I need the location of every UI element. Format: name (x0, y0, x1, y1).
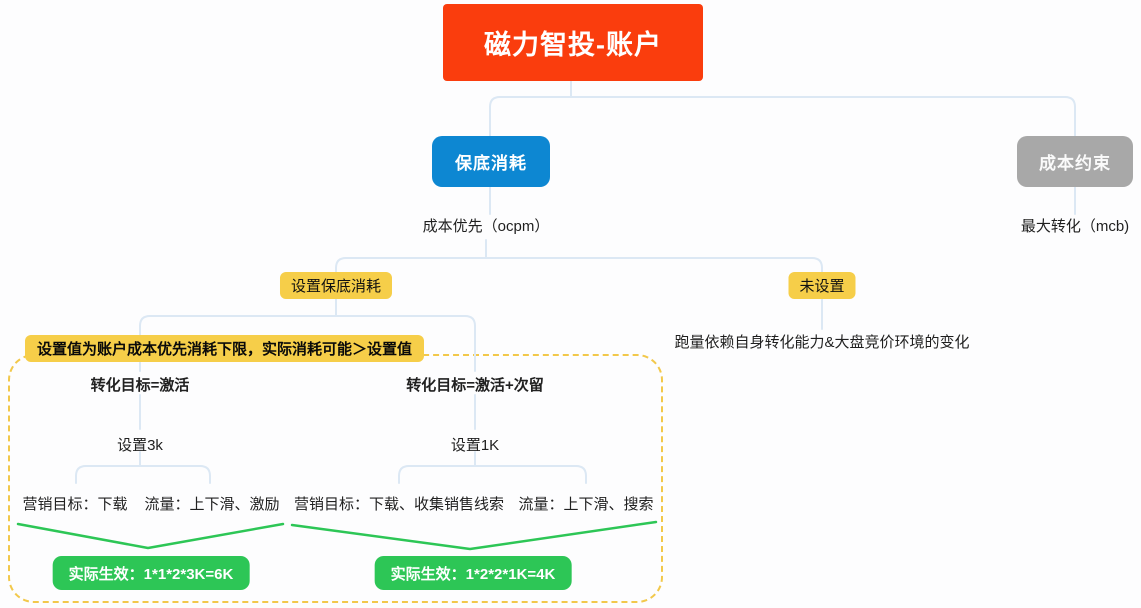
root-node[interactable]: 磁力智投-账户 (443, 4, 703, 81)
branch-activation-traffic[interactable]: 流量：上下滑、激励 (144, 496, 280, 513)
warning-note[interactable]: 设置值为账户成本优先消耗下限，实际消耗可能＞设置值 (25, 335, 425, 362)
cost-constraint-node[interactable]: 成本约束 (1017, 136, 1133, 187)
branch-retention-marketing-goal[interactable]: 营销目标：下载、收集销售线索 (293, 496, 505, 513)
volume-dependency-node[interactable]: 跑量依赖自身转化能力&大盘竞价环境的变化 (674, 334, 970, 351)
branch-retention-traffic[interactable]: 流量：上下滑、搜索 (518, 496, 654, 513)
branch-activation-result-badge[interactable]: 实际生效：1*1*2*3K=6K (52, 556, 250, 590)
cost-guarantee-node[interactable]: 保底消耗 (432, 136, 550, 187)
set-guarantee-node[interactable]: 设置保底消耗 (279, 272, 393, 299)
branch-retention-header[interactable]: 转化目标=激活+次留 (406, 377, 544, 394)
branch-retention-result-badge[interactable]: 实际生效：1*2*2*1K=4K (374, 556, 572, 590)
cost-first-node[interactable]: 成本优先（ocpm） (422, 218, 550, 235)
branch-retention-setting[interactable]: 设置1K (450, 437, 500, 454)
max-conversion-node[interactable]: 最大转化（mcb) (1020, 218, 1130, 235)
branch-activation-header[interactable]: 转化目标=激活 (90, 377, 190, 394)
not-set-node[interactable]: 未设置 (788, 272, 856, 299)
branch-activation-setting[interactable]: 设置3k (117, 437, 163, 454)
branch-activation-marketing-goal[interactable]: 营销目标：下载 (22, 496, 128, 513)
